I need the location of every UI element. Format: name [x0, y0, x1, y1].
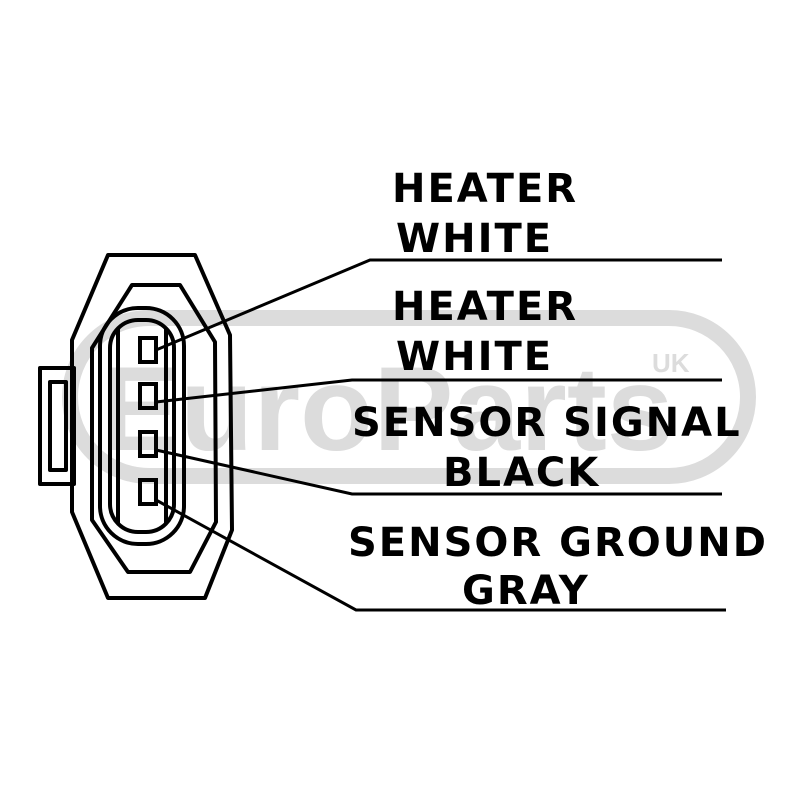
watermark-brand: EuroParts [100, 342, 674, 476]
pin-4 [138, 478, 158, 506]
leader-lines [155, 258, 726, 612]
leader-line-pin-1 [155, 258, 722, 352]
connector-cavity-outer [98, 306, 186, 546]
leader-line-pin-4 [155, 498, 726, 612]
pin-labels: HEATER WHITE HEATER WHITE SENSOR SIGNAL … [348, 166, 768, 614]
pin-4-wire-color: GRAY [462, 568, 590, 614]
connector-cavity-inner [108, 318, 176, 534]
pin-terminals [138, 336, 158, 506]
connector-inner-shell [90, 283, 218, 574]
pin-2-wire-color: WHITE [396, 334, 553, 380]
connector-latch-outer [38, 366, 76, 486]
pin-1-function: HEATER [392, 166, 578, 212]
pin-3 [138, 430, 158, 458]
pin-1-wire-color: WHITE [396, 216, 553, 262]
pin-2 [138, 382, 158, 410]
watermark: EuroParts UK [62, 310, 756, 484]
watermark-region: UK [652, 348, 690, 378]
leader-line-pin-2 [155, 378, 722, 404]
pin-3-function: SENSOR SIGNAL [352, 400, 742, 446]
pin-2-function: HEATER [392, 284, 578, 330]
connector-housing [38, 253, 234, 600]
pin-3-wire-color: BLACK [443, 450, 600, 496]
connector-latch-inner [48, 380, 68, 472]
pin-4-function: SENSOR GROUND [348, 520, 768, 566]
leader-line-pin-3 [155, 448, 722, 496]
